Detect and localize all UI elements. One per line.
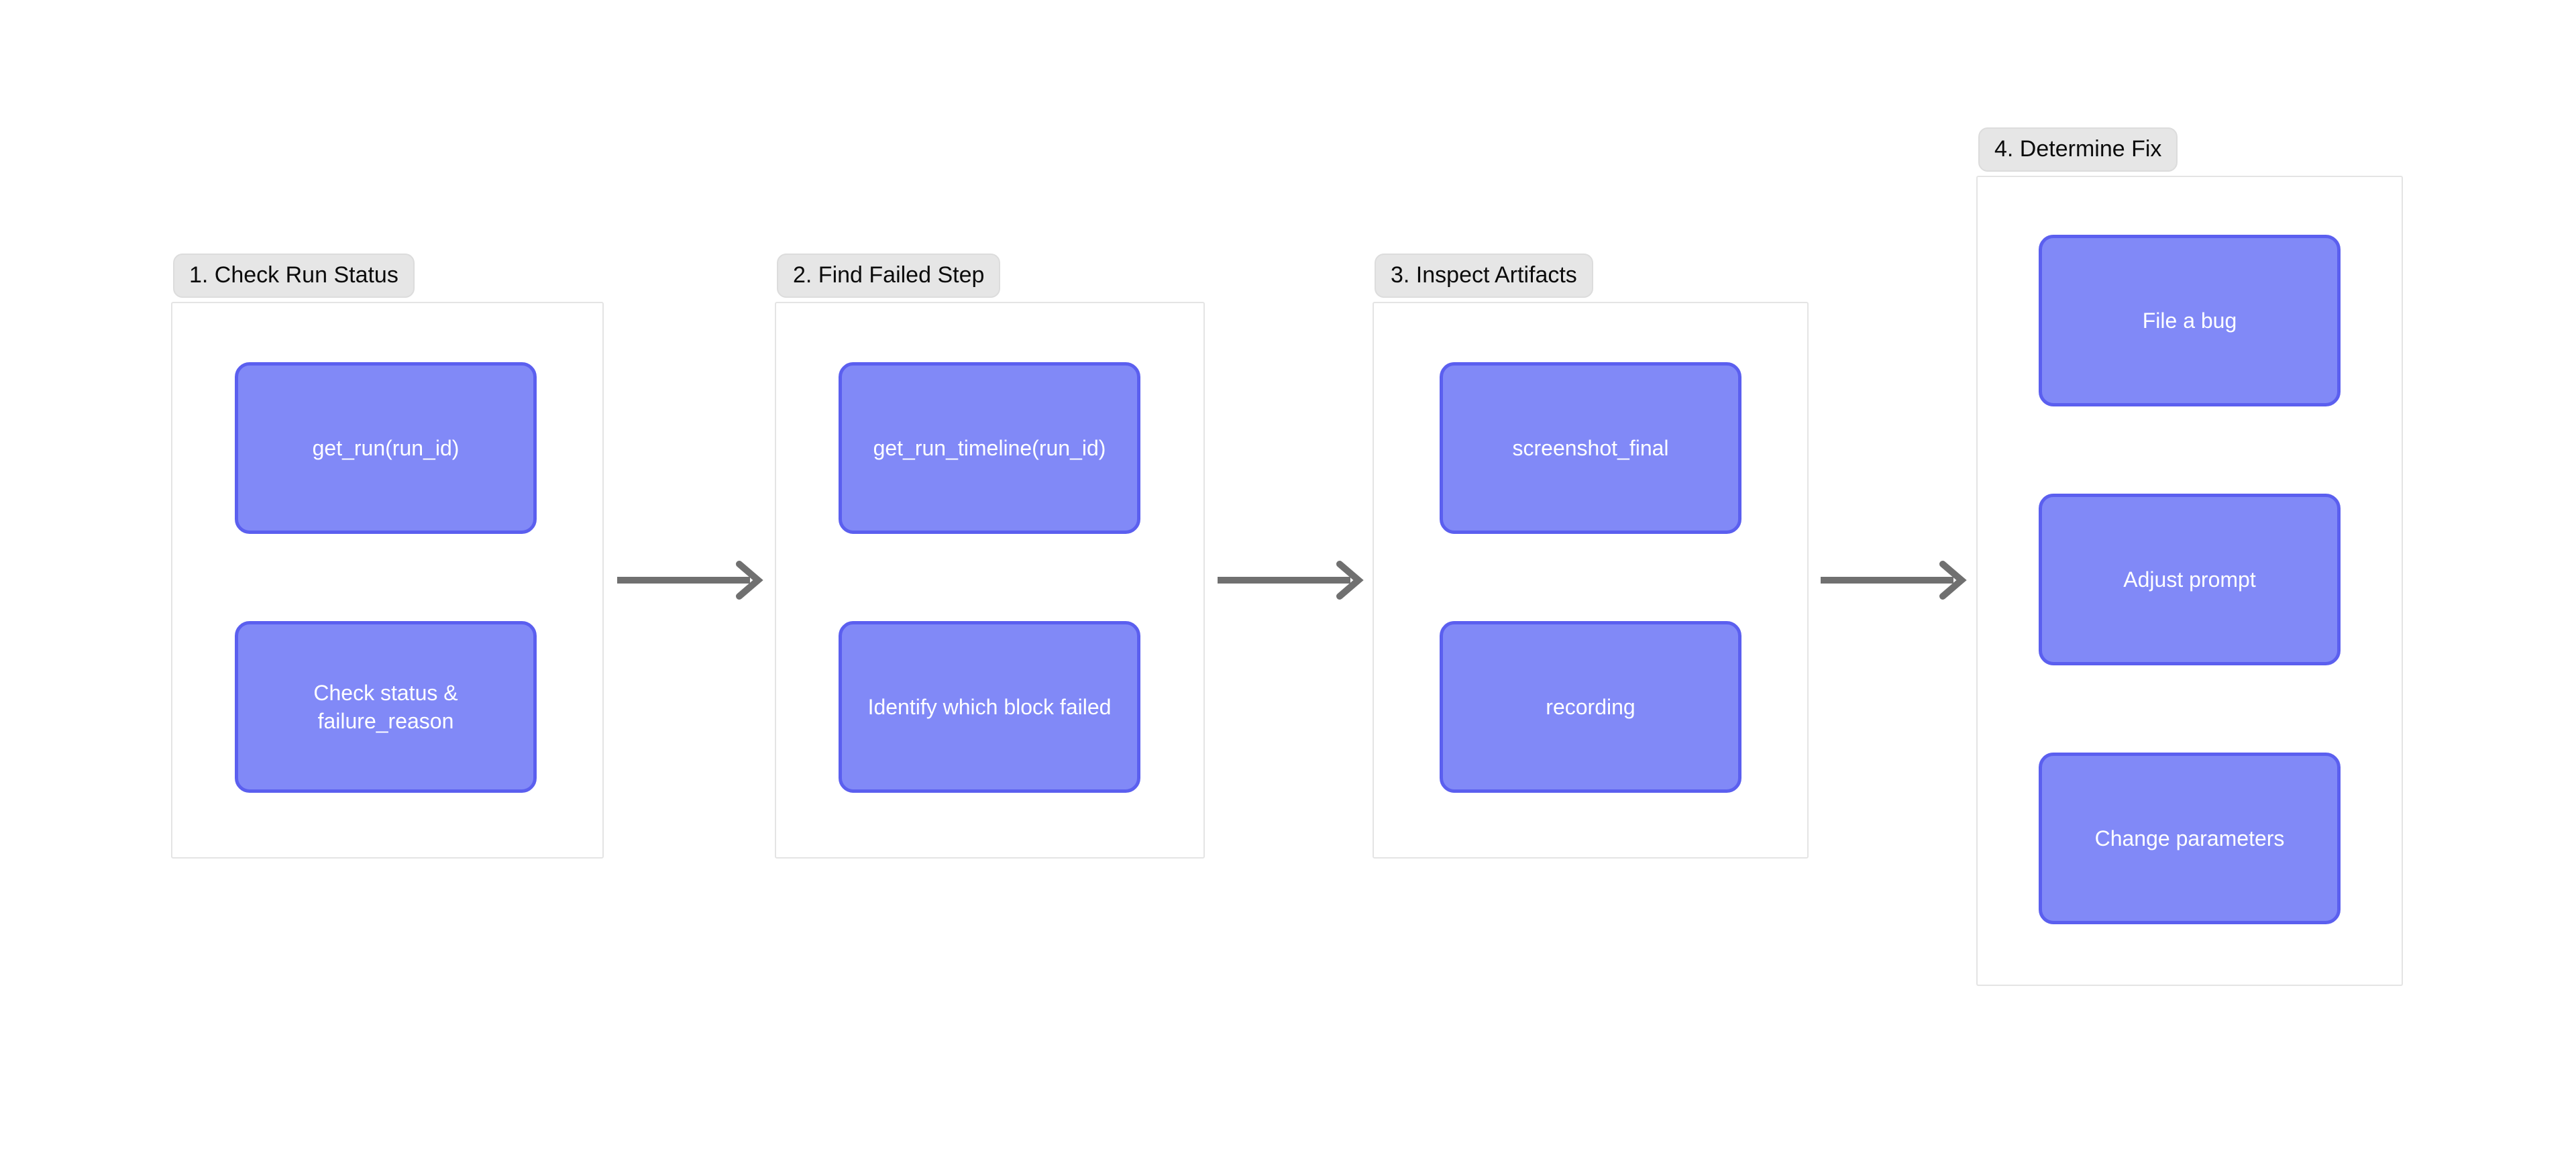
node-check-status-label: Check status & failure_reason: [313, 680, 458, 733]
cluster-label-find-failed-step: 2. Find Failed Step: [777, 254, 1001, 298]
node-check-status[interactable]: Check status & failure_reason: [235, 621, 537, 793]
cluster-label-inspect-artifacts: 3. Inspect Artifacts: [1375, 254, 1593, 298]
node-change-parameters-label: Change parameters: [2094, 826, 2285, 850]
connector-arrow-2-to-3: [1218, 561, 1365, 600]
cluster-inspect-artifacts: 3. Inspect Artifacts screenshot_final re…: [1373, 254, 1809, 859]
cluster-check-run-status: 1. Check Run Status get_run(run_id) Chec…: [171, 254, 604, 859]
node-get-run-timeline-label: get_run_timeline(run_id): [873, 435, 1106, 460]
cluster-find-failed-step: 2. Find Failed Step get_run_timeline(run…: [775, 254, 1205, 859]
node-identify-block-label: Identify which block failed: [867, 694, 1112, 719]
node-adjust-prompt[interactable]: Adjust prompt: [2039, 494, 2341, 665]
node-file-a-bug[interactable]: File a bug: [2039, 235, 2341, 406]
node-get-run-timeline[interactable]: get_run_timeline(run_id): [839, 362, 1140, 534]
connector-arrow-3-to-4: [1821, 561, 1968, 600]
node-recording[interactable]: recording: [1440, 621, 1741, 793]
node-change-parameters[interactable]: Change parameters: [2039, 753, 2341, 924]
cluster-determine-fix: 4. Determine Fix File a bug Adjust promp…: [1976, 127, 2403, 986]
connector-arrow-1-to-2: [617, 561, 765, 600]
node-identify-block[interactable]: Identify which block failed: [839, 621, 1140, 793]
cluster-label-determine-fix: 4. Determine Fix: [1978, 127, 2178, 172]
cluster-label-check-run-status: 1. Check Run Status: [173, 254, 415, 298]
node-recording-label: recording: [1546, 694, 1635, 719]
node-screenshot-final[interactable]: screenshot_final: [1440, 362, 1741, 534]
node-get-run-label: get_run(run_id): [312, 435, 460, 460]
node-get-run[interactable]: get_run(run_id): [235, 362, 537, 534]
node-adjust-prompt-label: Adjust prompt: [2123, 567, 2256, 592]
node-screenshot-final-label: screenshot_final: [1512, 435, 1669, 460]
node-file-a-bug-label: File a bug: [2142, 308, 2237, 333]
